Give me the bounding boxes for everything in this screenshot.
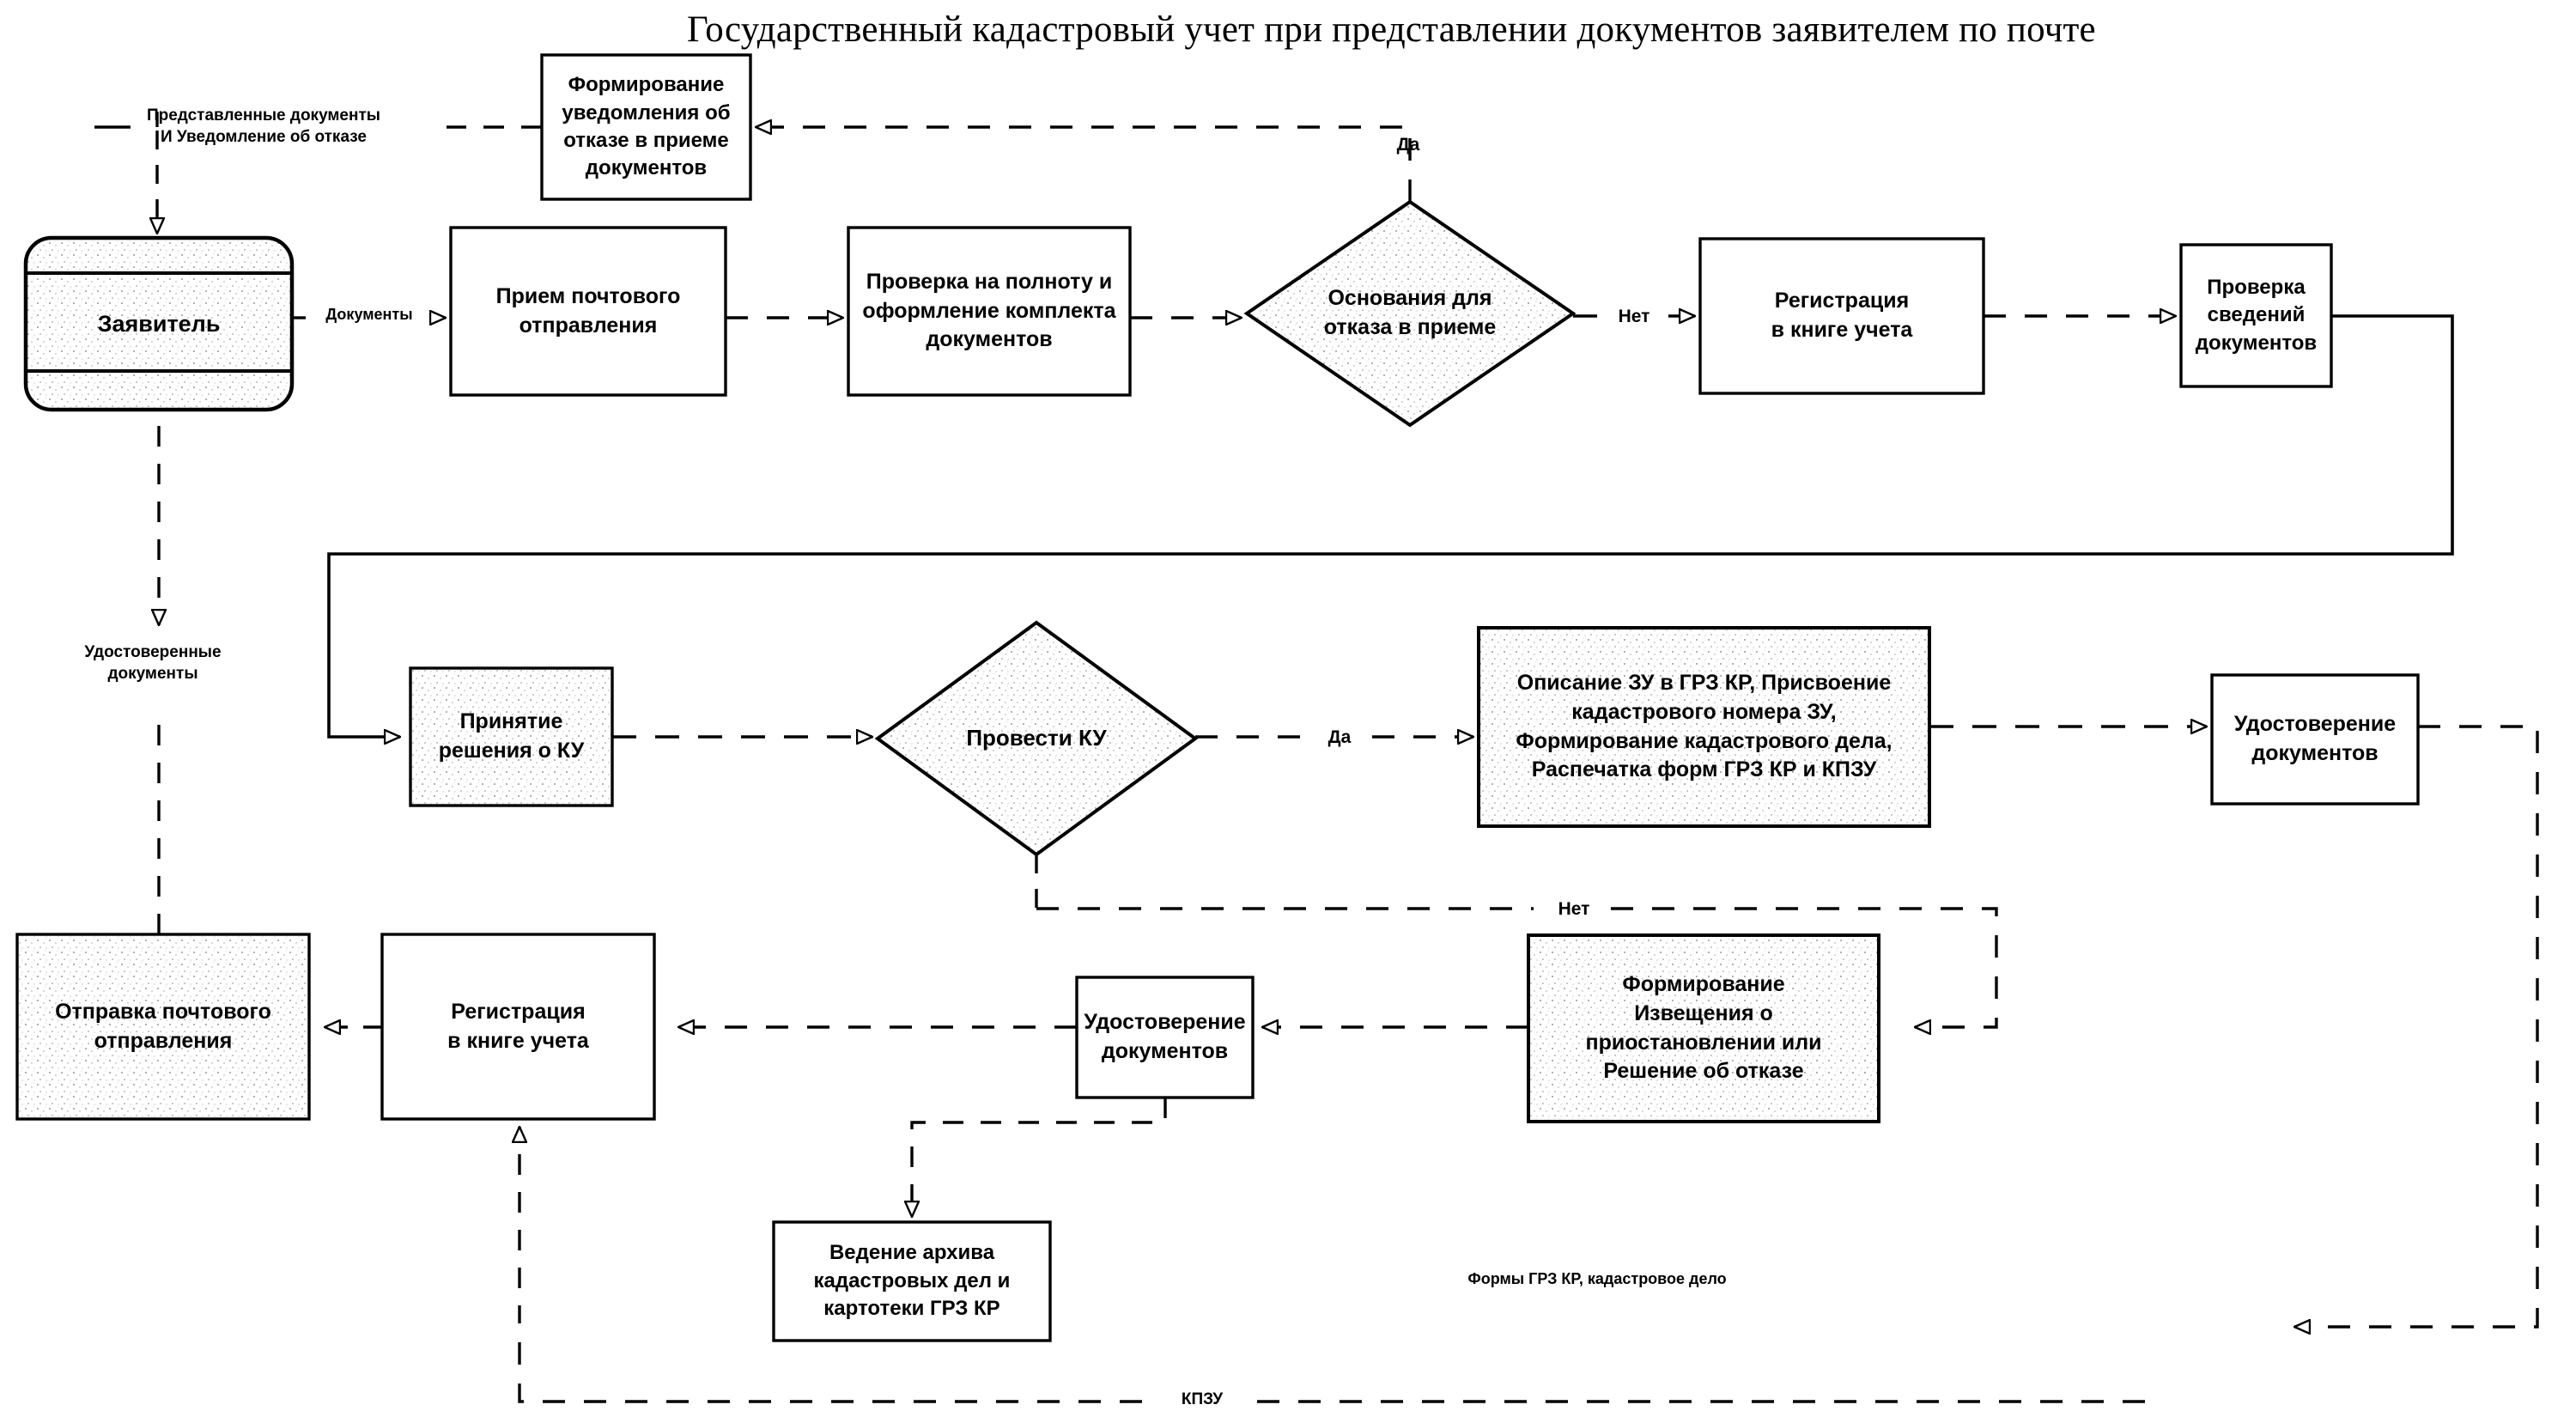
node-zayavitel[interactable] xyxy=(23,235,295,412)
node-opisanie-zu[interactable] xyxy=(1477,626,1931,828)
node-proverka-svedeniy[interactable] xyxy=(2179,243,2333,388)
edge-proverka-svedeniy-to-prinyatie xyxy=(327,314,2454,737)
edge-label-dokumenty: Документы xyxy=(325,306,413,323)
node-proverka-polnota[interactable] xyxy=(847,226,1132,397)
node-provesti-ku[interactable] xyxy=(874,620,1199,857)
node-udostoverenie-1[interactable] xyxy=(2210,673,2420,806)
node-vedenie-arhiva[interactable] xyxy=(772,1220,1052,1342)
node-otpravka-pochty[interactable] xyxy=(15,933,311,1121)
node-osnovaniya-otkaz[interactable] xyxy=(1243,199,1577,428)
edge-label-da-priem: Да xyxy=(1396,135,1420,155)
edge-udostoverenie1-down-right xyxy=(2294,725,2539,1327)
edge-label-formy-grz-kr: Формы ГРЗ КР, кадастровое дело xyxy=(1467,1270,1727,1287)
node-registraciya-kniga-1[interactable] xyxy=(1698,237,1985,395)
node-udostoverenie-2[interactable] xyxy=(1075,976,1255,1099)
node-priem-pochty[interactable] xyxy=(449,226,727,397)
edge-label-net-priem: Нет xyxy=(1618,307,1650,326)
edge-label-da-ku: Да xyxy=(1327,727,1352,747)
edge-osnovaniya-da-to-uvedomlenie xyxy=(756,127,1412,202)
edge-provesti-net-to-izveshenie xyxy=(1035,854,1998,1027)
node-form-uvedomlenie[interactable] xyxy=(540,53,752,201)
node-registraciya-kniga-2[interactable] xyxy=(380,933,656,1121)
node-form-izveshenie[interactable] xyxy=(1527,934,1880,1123)
node-prinyatie-resheniya[interactable] xyxy=(409,666,614,807)
edge-udostoverenie2-to-arhiv xyxy=(912,1098,1167,1217)
edge-label-net-ku: Нет xyxy=(1558,899,1590,919)
edge-uvedomlenie-to-zayavitel xyxy=(94,112,542,234)
edge-kpzu-to-registraciya2 xyxy=(519,1127,2145,1403)
page-title: Государственный кадастровый учет при пре… xyxy=(687,9,2096,50)
edge-label-kpzu: КПЗУ xyxy=(1181,1390,1224,1408)
